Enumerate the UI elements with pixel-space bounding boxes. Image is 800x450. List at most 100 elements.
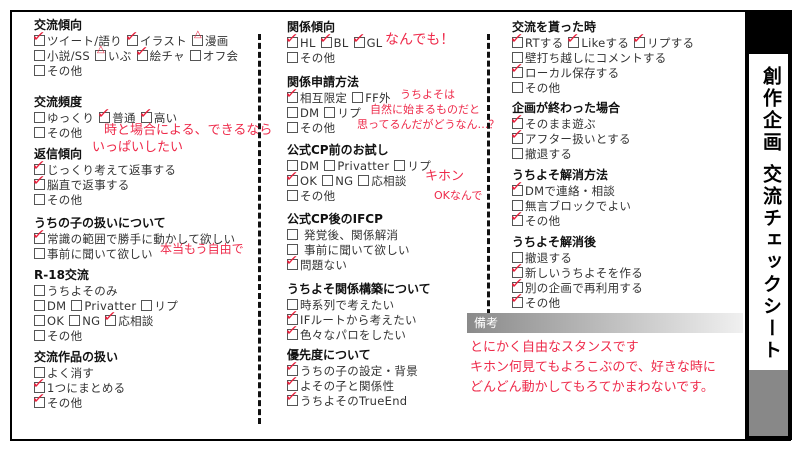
- checkbox-checked[interactable]: ✓: [509, 32, 524, 48]
- checklist-item[interactable]: ✓OK: [284, 170, 317, 189]
- checkbox-checked[interactable]: ✓: [31, 30, 46, 46]
- checkbox-checked[interactable]: ✓: [134, 45, 149, 61]
- checklist-item[interactable]: その他: [34, 193, 82, 208]
- checkbox[interactable]: [34, 367, 45, 378]
- checklist-item[interactable]: ✓GL: [351, 32, 383, 51]
- checklist-item[interactable]: ✓ツイート/語り: [31, 30, 122, 49]
- checkbox[interactable]: [287, 299, 298, 310]
- checklist-item[interactable]: ✓問題ない: [284, 254, 347, 273]
- checklist-item[interactable]: 撤退する: [512, 147, 572, 162]
- checkbox-checked[interactable]: ✓: [509, 180, 524, 196]
- checklist-item[interactable]: Privatter: [324, 159, 389, 174]
- checklist-item[interactable]: ✓色々なパロをしたい: [284, 324, 406, 343]
- checklist-item[interactable]: ✓ローカル保存する: [509, 62, 619, 81]
- checklist-item[interactable]: ✓普通: [96, 107, 136, 126]
- checkbox[interactable]: [34, 65, 45, 76]
- checkbox[interactable]: [352, 92, 364, 103]
- checkbox-checked[interactable]: ✓: [96, 107, 112, 123]
- checkbox[interactable]: [71, 300, 83, 311]
- checklist-item[interactable]: ✓その他: [509, 210, 560, 229]
- checkbox[interactable]: [141, 300, 153, 311]
- checkbox-checked[interactable]: ✓: [284, 360, 299, 376]
- checklist-item[interactable]: ✓よその子と関係性: [284, 375, 394, 394]
- checklist-item[interactable]: その他: [34, 329, 82, 344]
- checkbox-checked[interactable]: ✓: [31, 159, 46, 175]
- checklist-item[interactable]: その他: [34, 126, 82, 141]
- checkbox[interactable]: [287, 160, 298, 171]
- checkbox-checked[interactable]: ✓: [284, 324, 299, 340]
- checklist-item[interactable]: オフ会: [189, 49, 238, 64]
- checklist-item[interactable]: 壁打ち越しにコメントする: [512, 51, 667, 66]
- checklist-item[interactable]: ✓HL: [284, 32, 316, 51]
- checklist-item[interactable]: ✓常識の範囲で勝手に動かして欲しい: [31, 228, 235, 247]
- checkbox[interactable]: [287, 229, 298, 240]
- checkbox-checked[interactable]: ✓: [31, 392, 46, 408]
- checklist-item[interactable]: ✓別の企画で再利用する: [509, 277, 643, 296]
- checklist-item[interactable]: ✓うちよそのTrueEnd: [284, 390, 407, 409]
- checklist-item[interactable]: ✓アフター扱いとする: [509, 128, 631, 147]
- checkbox-checked[interactable]: ✓: [284, 309, 299, 325]
- checklist-item[interactable]: 時系列で考えたい: [287, 298, 394, 313]
- checklist-item[interactable]: その他: [512, 81, 560, 96]
- checkbox-checked[interactable]: ✓: [318, 32, 333, 48]
- checklist-item[interactable]: ✓その他: [509, 292, 560, 311]
- checkbox[interactable]: [34, 300, 45, 311]
- checkbox[interactable]: [189, 50, 201, 61]
- checklist-item[interactable]: ✓高い: [138, 107, 178, 126]
- checklist-item[interactable]: NG: [69, 314, 100, 329]
- checkbox-checked[interactable]: ✓: [509, 113, 524, 129]
- checkbox[interactable]: [287, 52, 298, 63]
- checklist-item[interactable]: ✓うちの子の設定・背景: [284, 360, 418, 379]
- checklist-item[interactable]: ✓新しいうちよそを作る: [509, 262, 643, 281]
- checklist-item[interactable]: NG: [322, 174, 353, 189]
- checkbox-checked[interactable]: ✓: [509, 128, 524, 144]
- checkbox[interactable]: [34, 127, 45, 138]
- checkbox[interactable]: [34, 248, 45, 259]
- checklist-item[interactable]: ✓BL: [318, 32, 349, 51]
- checklist-item[interactable]: 事前に聞いて欲しい: [34, 247, 153, 262]
- checkbox[interactable]: [34, 50, 45, 61]
- checklist-item[interactable]: Privatter: [71, 299, 136, 314]
- checkbox[interactable]: [324, 160, 336, 171]
- checkbox[interactable]: [322, 175, 334, 186]
- checkbox[interactable]: [512, 82, 523, 93]
- checkbox-checked[interactable]: ✓: [509, 262, 524, 278]
- checkbox-checked[interactable]: ✓: [631, 32, 647, 48]
- checkbox-checked[interactable]: ✓: [351, 32, 366, 48]
- checkbox[interactable]: [34, 194, 45, 205]
- checkbox[interactable]: [287, 244, 298, 255]
- checklist-item[interactable]: よく消す: [34, 366, 94, 381]
- checklist-item[interactable]: その他: [287, 189, 335, 204]
- checkbox[interactable]: [34, 112, 45, 123]
- checkbox[interactable]: [287, 107, 298, 118]
- checklist-item[interactable]: ✓その他: [31, 392, 82, 411]
- checkbox-checked[interactable]: ✓: [31, 228, 46, 244]
- checklist-item[interactable]: リプ: [324, 106, 361, 121]
- checklist-item[interactable]: その他: [287, 121, 335, 136]
- checklist-item[interactable]: うちよそのみ: [34, 284, 118, 299]
- checklist-item[interactable]: △漫画: [191, 29, 229, 49]
- checkbox-checked[interactable]: ✓: [566, 32, 581, 48]
- checkbox[interactable]: △: [94, 44, 106, 61]
- checkbox[interactable]: [69, 315, 81, 326]
- checklist-item[interactable]: リプ: [141, 299, 178, 314]
- checkbox-checked[interactable]: ✓: [124, 30, 139, 46]
- checklist-item[interactable]: ✓相互限定: [284, 87, 347, 106]
- checklist-item[interactable]: ✓絵チャ: [134, 45, 185, 64]
- checklist-item[interactable]: 撤退する: [512, 251, 572, 266]
- checkbox[interactable]: [287, 122, 298, 133]
- checkbox[interactable]: [287, 190, 298, 201]
- checkbox-checked[interactable]: ✓: [284, 375, 299, 391]
- checklist-item[interactable]: 小説/SS: [34, 49, 90, 64]
- checkbox-checked[interactable]: ✓: [31, 377, 46, 393]
- checklist-item[interactable]: DM: [287, 106, 319, 121]
- checkbox-checked[interactable]: ✓: [284, 170, 299, 186]
- checklist-item[interactable]: その他: [287, 51, 335, 66]
- checklist-item[interactable]: 発覚後、関係解消: [287, 228, 398, 243]
- checkbox-checked[interactable]: ✓: [103, 310, 118, 326]
- checkbox[interactable]: [358, 175, 370, 186]
- checklist-item[interactable]: リプ: [394, 159, 431, 174]
- checkbox-checked[interactable]: ✓: [138, 107, 153, 123]
- checklist-item[interactable]: ✓Likeする: [566, 32, 629, 51]
- checklist-item[interactable]: FF外: [352, 91, 391, 106]
